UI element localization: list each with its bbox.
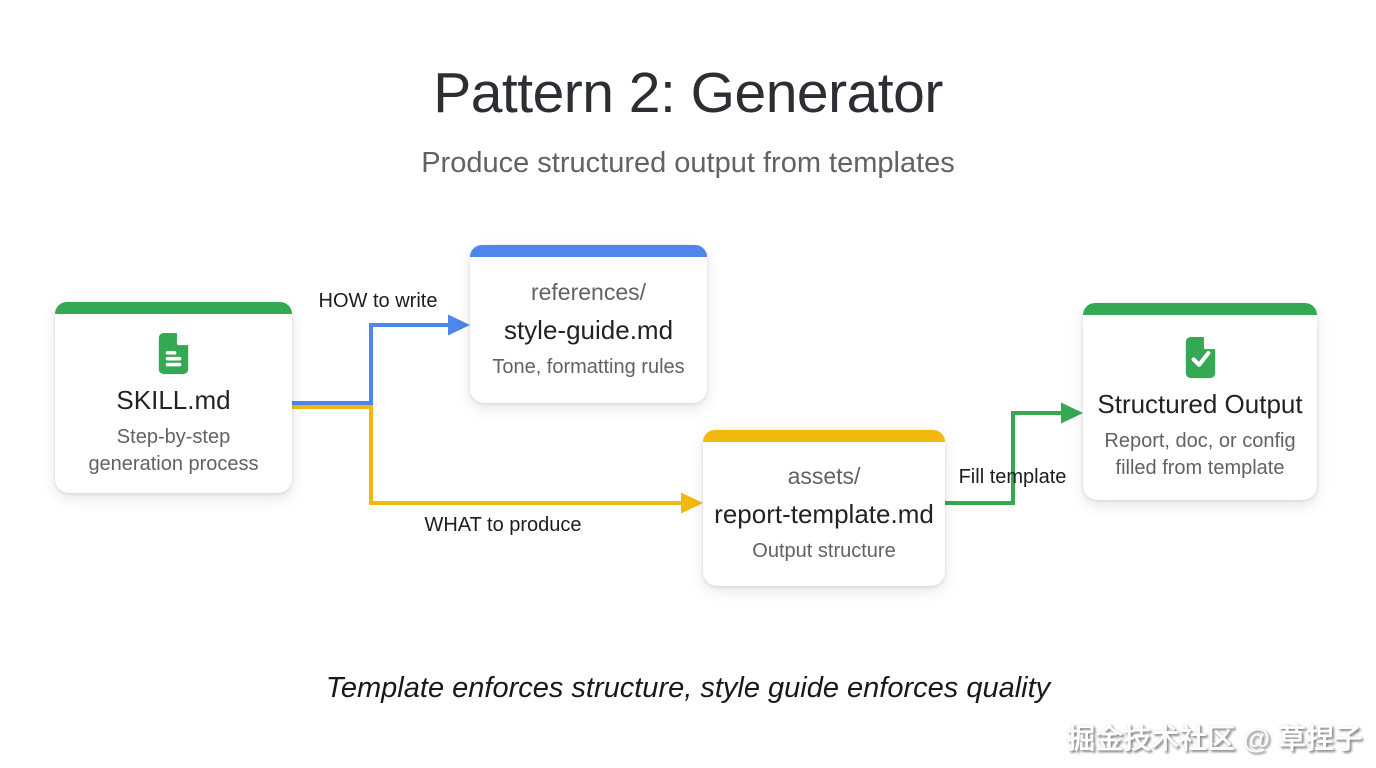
- card-accent-bar: [55, 302, 292, 314]
- arrowhead-yellow: [681, 492, 703, 514]
- card-accent-bar: [703, 430, 945, 442]
- watermark: 掘金技术社区 @ 草捏子: [1067, 723, 1362, 754]
- skill-md-card: SKILL.md Step-by-step generation process: [55, 302, 292, 493]
- card-subtitle: Output structure: [752, 540, 896, 563]
- card-title: Structured Output: [1097, 389, 1303, 420]
- arrowhead-blue: [448, 314, 470, 336]
- page-subtitle: Produce structured output from templates: [421, 147, 955, 179]
- card-body: Structured Output Report, doc, or config…: [1083, 315, 1317, 500]
- card-accent-bar: [1083, 303, 1317, 315]
- style-guide-card: references/ style-guide.md Tone, formatt…: [470, 245, 707, 403]
- fill-template-label: Fill template: [958, 466, 1067, 488]
- document-check-icon: [1185, 337, 1216, 379]
- document-lines-icon: [158, 333, 189, 375]
- card-body: references/ style-guide.md Tone, formatt…: [470, 257, 707, 403]
- arrowhead-green: [1061, 402, 1083, 424]
- structured-output-card: Structured Output Report, doc, or config…: [1083, 303, 1317, 500]
- card-subtitle: Report, doc, or config filled from templ…: [1104, 430, 1296, 479]
- card-folder-path: assets/: [787, 463, 861, 490]
- card-subtitle: Tone, formatting rules: [492, 356, 685, 379]
- card-body: assets/ report-template.md Output struct…: [703, 442, 945, 586]
- card-title: style-guide.md: [503, 315, 674, 346]
- card-body: SKILL.md Step-by-step generation process: [55, 314, 292, 493]
- what-to-produce-label: WHAT to produce: [424, 514, 582, 536]
- report-template-card: assets/ report-template.md Output struct…: [703, 430, 945, 586]
- how-to-write-label: HOW to write: [318, 290, 438, 312]
- how-to-write-arrow: [292, 314, 470, 405]
- page-title: Pattern 2: Generator: [433, 61, 943, 125]
- card-accent-bar: [470, 245, 707, 257]
- card-subtitle: Step-by-step generation process: [88, 426, 259, 475]
- bottom-caption: Template enforces structure, style guide…: [325, 672, 1051, 704]
- card-title: report-template.md: [714, 499, 934, 530]
- what-to-produce-arrow: [292, 405, 703, 514]
- card-folder-path: references/: [530, 279, 647, 306]
- card-title: SKILL.md: [116, 385, 231, 416]
